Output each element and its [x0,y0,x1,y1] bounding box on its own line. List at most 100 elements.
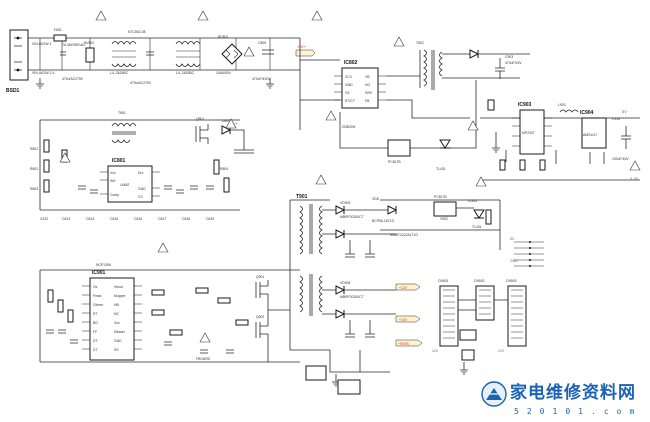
t901-ref: T901 [296,194,308,200]
ic901-pin: DT [93,348,98,352]
pfc-cap: C819 [206,217,214,221]
transformer-t801 [111,123,137,143]
ic901-pins-left: Ctr Fmax Ctimer RT BO FF DT DT [93,285,104,352]
mosfet-q801 [195,124,209,144]
warning-icon [199,332,211,343]
ic801-pin: Drv [138,171,144,175]
bulk-cap-ref: C805 [258,41,266,45]
ic903 [519,109,545,155]
mosfet-q901 [255,280,269,300]
varistor-rv801 [85,47,95,63]
cap916-ref: C916 [612,117,620,121]
warning-icon [225,118,237,129]
ground-icon [36,78,44,89]
opto-pc902 [433,201,457,217]
ic904-ref: IC904 [580,110,594,116]
ic901-pin: GND [114,339,122,343]
zener-zd802 [439,139,451,149]
pfc-res: R802 [30,167,38,171]
ic802-pin: FB [365,99,370,103]
q801-ref: Q801 [196,117,204,121]
watermark: 家电维修资料网 5 2 0 1 0 1 . c o m [481,381,636,416]
connector-section: 5V GND CN901 CN902 CN903 12V 12V [432,237,544,375]
connector-pin-1: VIN-IACIW-1 [32,42,52,46]
ic903-label: MP2307 [522,131,535,135]
pfc-hv-tag: HV+ [230,121,239,126]
ic901-ref: IC901 [92,270,106,276]
pfc-cap: C815 [110,217,118,221]
v902-part: MMBT2222ALT1G [390,233,418,237]
warning-icon [325,110,337,121]
vd904-part: MBRF20200CT [340,295,364,299]
tag-12v-text: +12V [399,286,408,290]
cap916-value: 100uF/16V [612,157,629,161]
ground-icon [266,78,274,89]
d805-ref: D805 [222,119,230,123]
pfc-res: R801 [30,147,38,151]
ac-input-section: BSD1 VIN-IACIW-1 VIN-IACIW-2-4 F801 T6.3… [6,10,323,94]
choke-2 [175,41,201,67]
ic901-pin: DT [93,339,98,343]
ic901-pin: BO [93,321,98,325]
warning-icon [243,46,255,57]
connector-pin-2: VIN-IACIW-2-4 [32,71,55,75]
vd903-ref: VD903 [340,201,350,205]
warning-icon [393,36,405,47]
cn902-ref: CN902 [474,279,485,283]
bridge-ref: BD801 [218,35,228,39]
ic901-pin: Mlower [114,330,126,334]
ic801-pin: GND [138,187,146,191]
tag-12v [395,283,421,291]
shunt-ic905 [473,209,485,219]
ic801-pin: CS [138,195,143,199]
conn-label: 5V [510,237,515,241]
ic901-pin: Vcc [114,321,120,325]
ic901 [89,277,135,361]
warning-icon [475,176,487,187]
v902-ref: V902 [440,217,448,221]
warning-icon [467,120,479,131]
pfc-cap: C817 [158,217,166,221]
q902-ref: Q902 [256,315,264,319]
dcdc-section: IC903 MP2307 IC904 AMS1117 L903 100uF/16… [480,99,641,181]
mosfet-q902 [255,320,269,340]
pfc-res: R804 [220,167,228,171]
ic801-pin: Comp [110,193,119,197]
choke-2-label: L/L-2615BC [176,71,195,75]
warning-icon [629,160,641,171]
cn901-ref: CN901 [438,279,449,283]
cap-x1-value: 470n/AC275V [62,77,84,81]
ic802-pin: VCC [345,75,353,79]
vd904-ref: VD904 [340,281,350,285]
connector-cn901 [439,285,459,347]
ic802-pin: GND [345,83,353,87]
warning-icon [315,174,327,185]
conn-label: 12V [432,349,439,353]
ic801-pin: INV [110,179,116,183]
t801-ref: T801 [118,111,126,115]
pfc-res: R803 [30,187,38,191]
tag-5vsb [395,339,423,347]
transformer-t802 [419,49,443,90]
bulk-cap-value: 470uF/420V [252,77,271,81]
cap-x2-value: 470n/AC275V [130,81,152,85]
ic901-pin: Ctr [93,285,98,289]
vd8-ref: VD8 [372,197,379,201]
watermark-text: 家电维修资料网 [510,382,636,403]
pfc-cap: C813 [62,217,70,221]
out-5v-tag: 5V [622,109,627,114]
tag-24v [395,315,421,323]
feedback-section: BCP56-16T1G VD8 MMBT2222ALT1G V902 PC817… [372,176,501,250]
pfc-cap: C814 [86,217,94,221]
inductor-ref: L903 [558,103,566,107]
ic904 [581,117,607,149]
llc-res-label: FBOARD [196,357,211,361]
ic901-pin: NC [114,312,119,316]
tag-5vsb-text: +5VSB [398,342,409,346]
ic901-label: NCP1396 [96,263,111,267]
ic802-pin: VS [345,91,350,95]
inductor-l903 [559,109,579,113]
ic802 [341,67,379,109]
small-connector-top [514,241,544,267]
ic901-pin: Fmax [93,294,102,298]
